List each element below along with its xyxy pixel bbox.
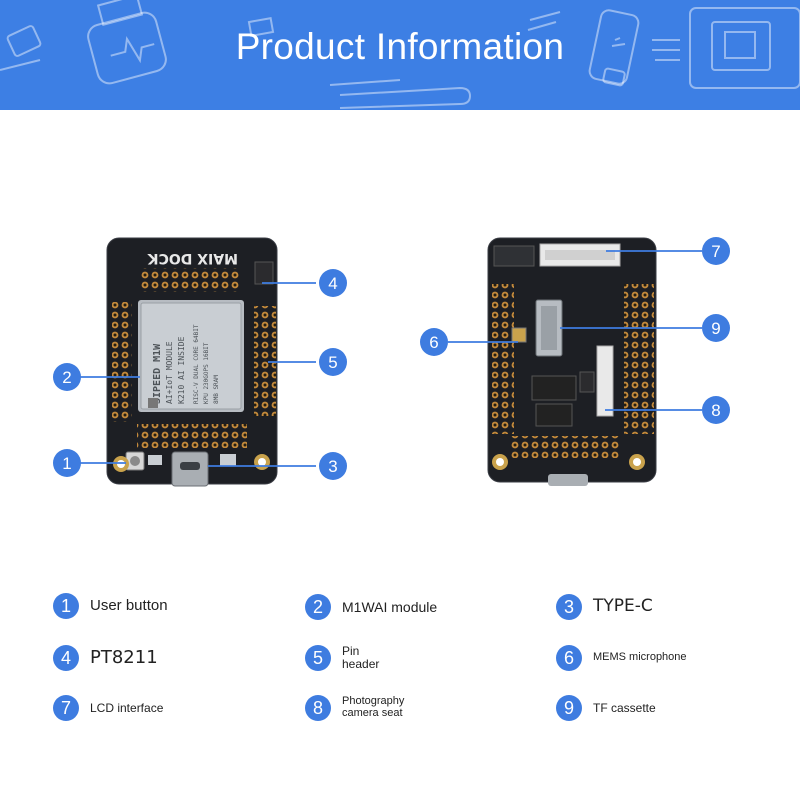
page-title: Product Information	[235, 26, 565, 67]
legend-item-4: 4 PT8211	[53, 645, 158, 671]
legend-label: Photography camera seat	[342, 695, 405, 719]
callout-5	[319, 348, 347, 376]
silkscreen-logo: MAIX DOCK	[147, 250, 238, 266]
board-back	[487, 237, 657, 486]
legend-number: 5	[305, 645, 331, 671]
legend-number: 2	[305, 594, 331, 620]
callout-1	[53, 449, 81, 477]
callout-7	[702, 237, 730, 265]
pin-header-right	[254, 306, 276, 416]
legend-item-8: 8 Photography camera seat	[305, 695, 404, 721]
svg-text:2: 2	[62, 368, 71, 387]
legend-label: MEMS microphone	[593, 651, 687, 664]
legend-label: Pin header	[342, 644, 380, 671]
left-pin-column	[112, 302, 132, 422]
svg-text:6: 6	[429, 333, 438, 352]
back-left-pins	[492, 284, 514, 434]
legend-item-1: 1 User button	[53, 593, 168, 619]
callout-8	[702, 396, 730, 424]
svg-text:1: 1	[62, 454, 71, 473]
svg-text:9: 9	[711, 319, 720, 338]
board-front: MAIX DOCK SIPEED M1W AI+IoT MODULE K210 …	[106, 237, 278, 487]
legend-label: LCD interface	[90, 700, 164, 715]
module-logo-mark	[148, 398, 158, 408]
camera-connector	[596, 345, 614, 417]
legend-label: M1WAI module	[342, 598, 438, 615]
legend-item-6: 6 MEMS microphone	[556, 645, 687, 671]
callout-2	[53, 363, 81, 391]
legend-item-9: 9 TF cassette	[556, 695, 656, 721]
svg-text:AI+IoT MODULE: AI+IoT MODULE	[165, 341, 174, 404]
board-back-pcb	[488, 238, 656, 482]
callout-3	[319, 452, 347, 480]
board-doodle-icon	[689, 7, 800, 89]
svg-text:K210 AI INSIDE: K210 AI INSIDE	[177, 336, 186, 404]
callout-6	[420, 328, 448, 356]
svg-text:MAIX DOCK: MAIX DOCK	[147, 250, 238, 266]
legend-number: 6	[556, 645, 582, 671]
header-banner: Product Information	[0, 0, 800, 110]
svg-text:5: 5	[328, 353, 337, 372]
svg-text:SIPEED M1W: SIPEED M1W	[152, 343, 163, 404]
phone-doodle-icon	[588, 9, 640, 85]
top-pin-row	[140, 268, 240, 292]
callout-markers: 4 2 5 1 3 6 7 9 8	[53, 237, 730, 480]
legend-number: 8	[305, 695, 331, 721]
legend-number: 7	[53, 695, 79, 721]
legend-number: 4	[53, 645, 79, 671]
svg-text:RISC-V DUAL CORE 64BIT: RISC-V DUAL CORE 64BIT	[193, 324, 200, 404]
callout-9	[702, 314, 730, 342]
banner-doodles	[0, 0, 800, 109]
legend-item-3: 3 TYPE-C	[556, 594, 653, 620]
usb-doodle-icon	[6, 25, 42, 57]
svg-text:4: 4	[328, 274, 337, 293]
legend-item-7: 7 LCD interface	[53, 695, 163, 721]
legend-item-5: 5 Pin header	[305, 645, 379, 671]
svg-text:3: 3	[328, 457, 337, 476]
back-right-pins	[624, 284, 654, 434]
legend-label: User button	[90, 597, 168, 615]
back-bottom-pins	[510, 436, 620, 458]
pt8211-chip	[254, 261, 274, 285]
legend-label: PT8211	[90, 646, 158, 668]
svg-text:8MB SRAM: 8MB SRAM	[213, 375, 220, 404]
legend-number: 3	[556, 594, 582, 620]
svg-text:8: 8	[711, 401, 720, 420]
legend-number: 9	[556, 695, 582, 721]
legend-label: TYPE-C	[593, 596, 653, 617]
legend-label: TF cassette	[593, 700, 656, 715]
legend-number: 1	[53, 593, 79, 619]
callout-lines	[80, 250, 702, 467]
svg-text:7: 7	[711, 242, 720, 261]
product-photos: MAIX DOCK SIPEED M1W AI+IoT MODULE K210 …	[53, 237, 730, 487]
smartwatch-doodle-icon	[87, 11, 167, 85]
svg-text:KPU 230GOPS 16BIT: KPU 230GOPS 16BIT	[203, 342, 210, 404]
mems-mic	[511, 327, 527, 343]
legend-item-2: 2 M1WAI module	[305, 594, 437, 620]
callout-4	[319, 269, 347, 297]
bottom-pin-rows	[137, 424, 247, 448]
